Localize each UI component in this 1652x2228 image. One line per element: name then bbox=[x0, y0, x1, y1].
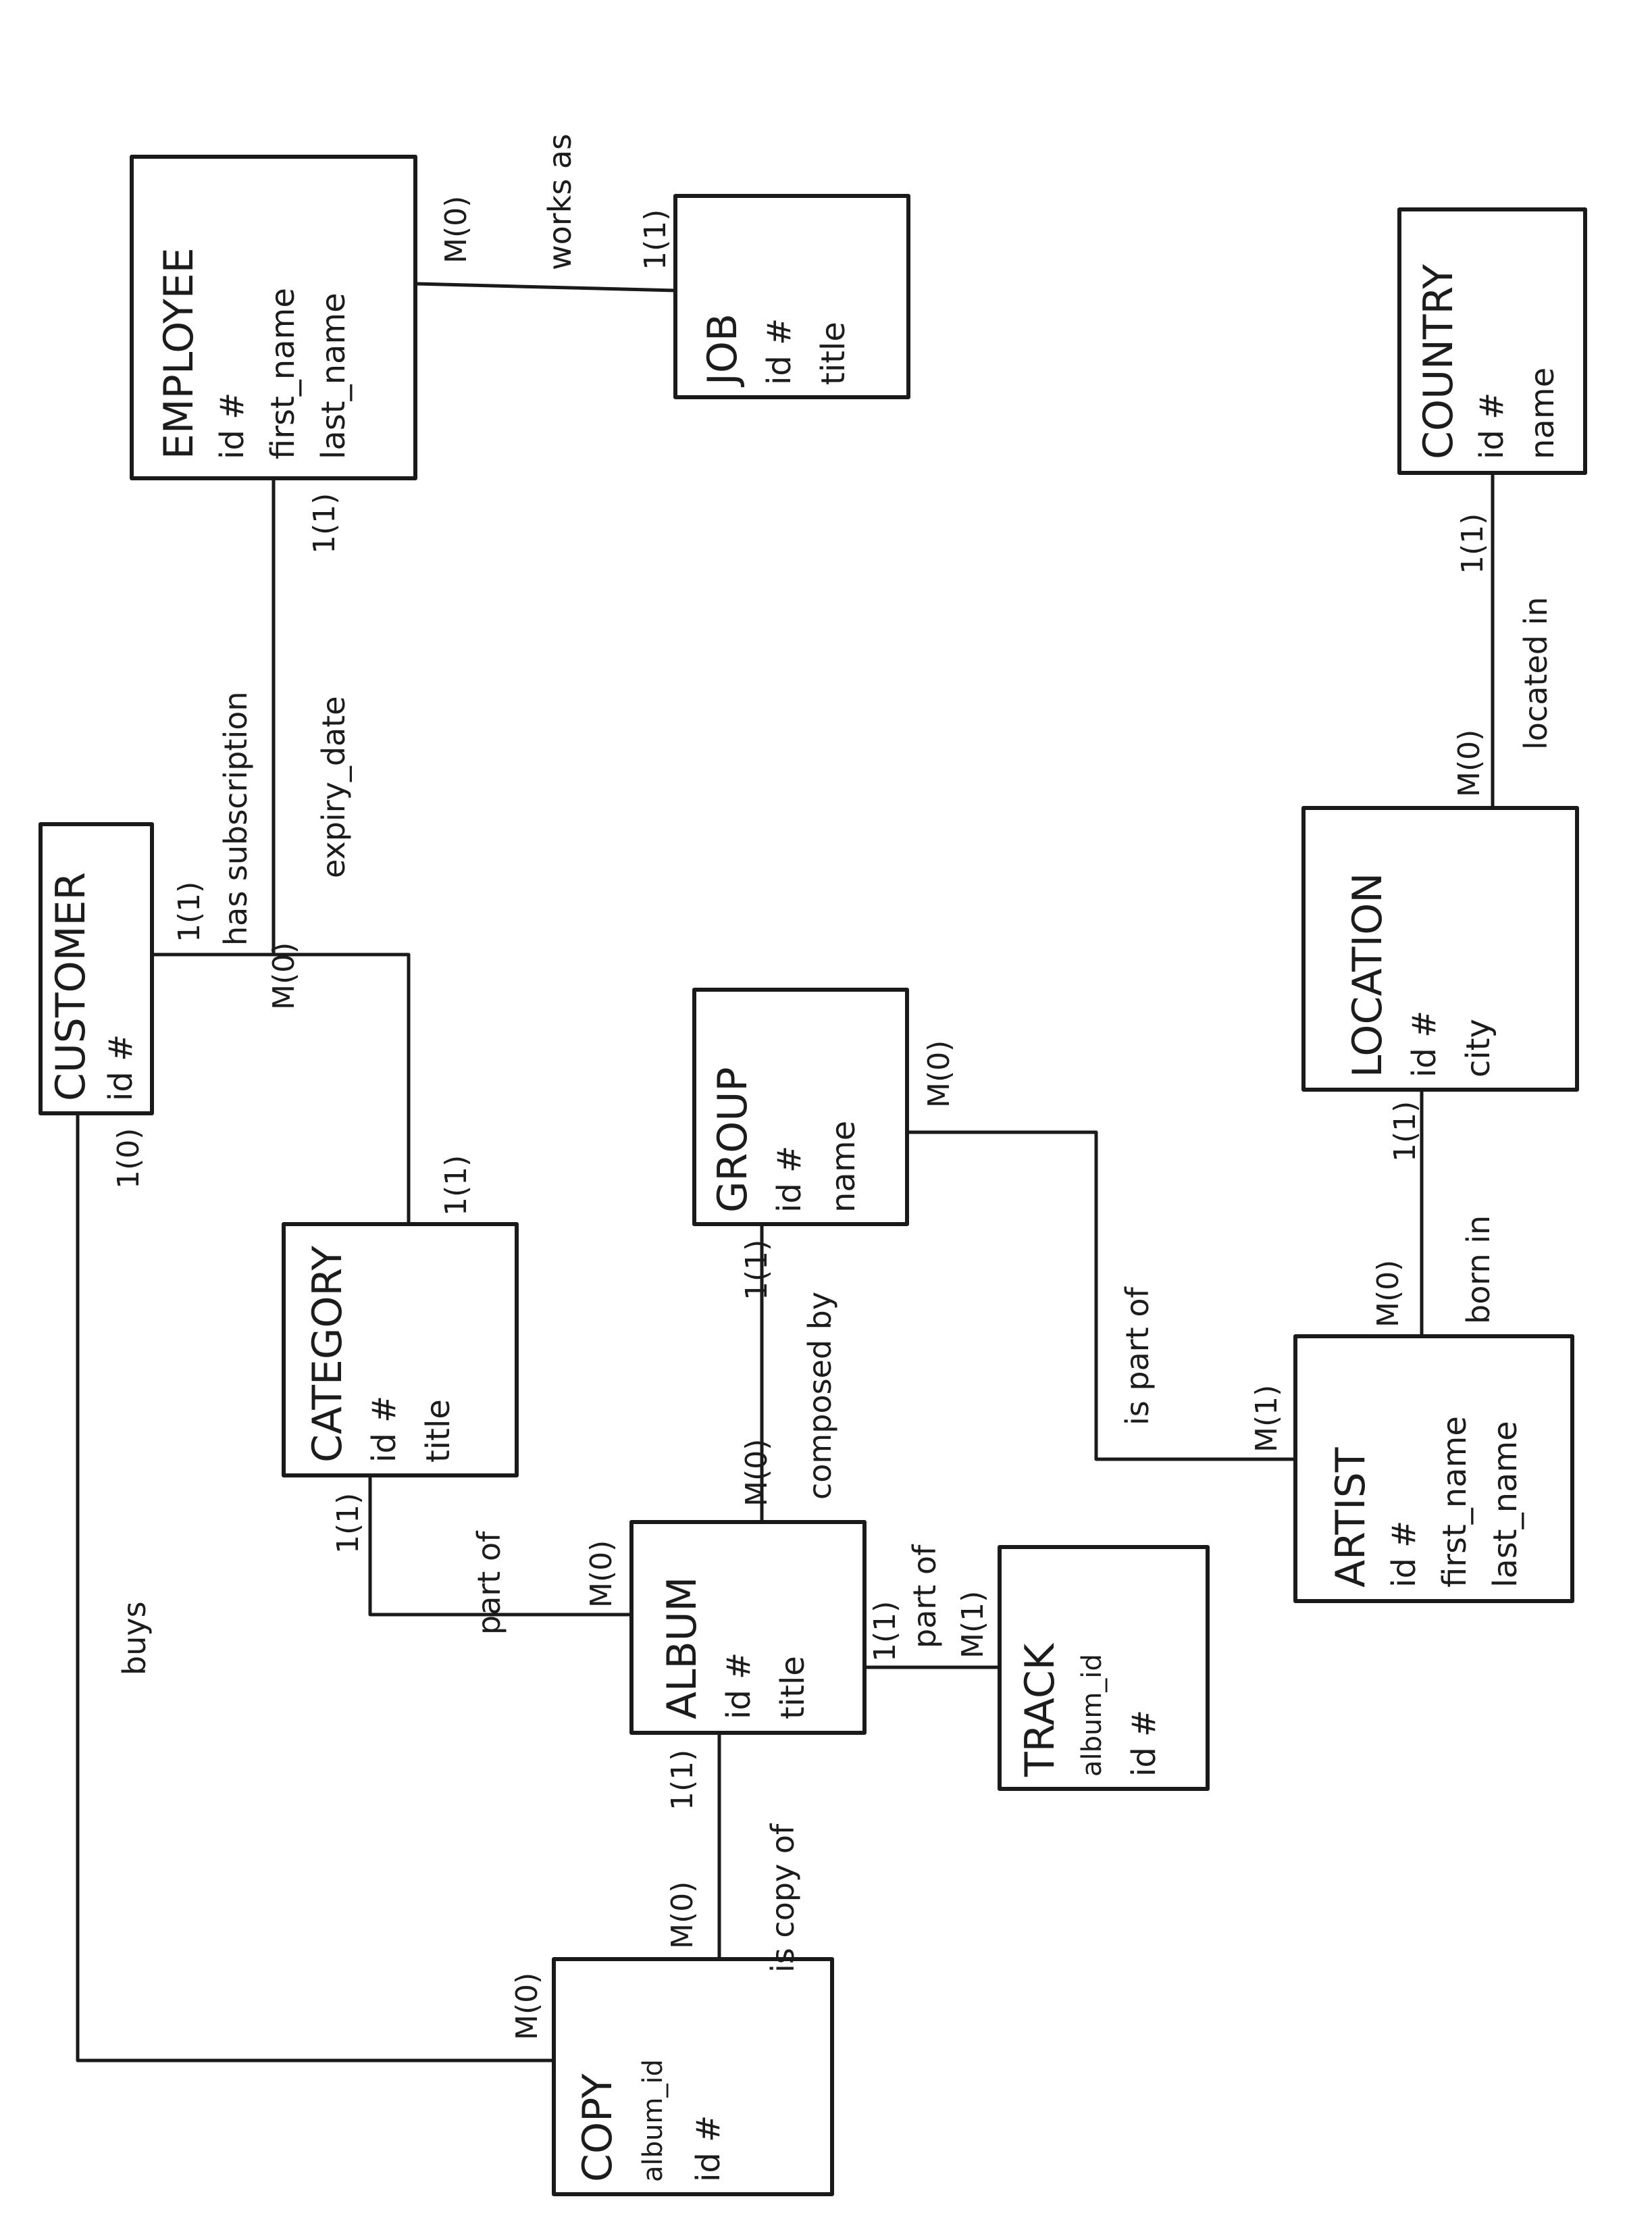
label-expiry-date: expiry_date bbox=[315, 696, 352, 878]
card-track-part-of-track: M(1) bbox=[956, 1591, 990, 1659]
card-employee-category-top: 1(1) bbox=[172, 882, 207, 942]
entity-group-box bbox=[692, 988, 909, 1226]
entity-track-box bbox=[998, 1545, 1210, 1791]
entity-country-title: COUNTRY bbox=[1415, 264, 1462, 459]
entity-copy-attr-2: id # bbox=[690, 2115, 727, 2182]
entity-country-attr-2: name bbox=[1524, 368, 1561, 459]
entity-category[interactable]: CATEGORY id # title bbox=[282, 1222, 519, 1477]
entity-country-box bbox=[1397, 207, 1587, 475]
label-is-part-of: is part of bbox=[1119, 1286, 1156, 1425]
card-is-copy-of-album: 1(1) bbox=[665, 1750, 700, 1811]
card-employee-category-bottom: 1(1) bbox=[439, 1155, 473, 1216]
entity-country[interactable]: COUNTRY id # name bbox=[1397, 207, 1587, 475]
card-buys-copy: M(0) bbox=[510, 1973, 544, 2040]
card-works-as-job: 1(1) bbox=[638, 209, 673, 270]
entity-album-box bbox=[629, 1520, 867, 1735]
card-composed-by-album: M(0) bbox=[740, 1439, 774, 1507]
entity-album-attr-1: id # bbox=[720, 1652, 758, 1719]
entity-group-attr-2: name bbox=[825, 1121, 862, 1213]
entity-job-title: JOB bbox=[699, 313, 746, 388]
line-part-of bbox=[368, 1473, 634, 1617]
entity-customer[interactable]: CUSTOMER id # bbox=[38, 822, 154, 1115]
card-has-subscription-employee: 1(1) bbox=[307, 493, 342, 554]
entity-copy[interactable]: COPY album_id id # bbox=[552, 1957, 834, 2196]
card-born-in-artist: M(0) bbox=[1371, 1260, 1405, 1327]
card-is-part-of-group: M(0) bbox=[922, 1040, 956, 1108]
line-employee-category bbox=[272, 953, 411, 1226]
entity-artist-attr-1: id # bbox=[1385, 1521, 1423, 1588]
entity-job-attr-2: title bbox=[815, 322, 852, 385]
entity-track-title: TRACK bbox=[1016, 1642, 1064, 1777]
entity-employee[interactable]: EMPLOYEE id # first_name last_name bbox=[130, 155, 417, 480]
card-track-part-of-album: 1(1) bbox=[868, 1601, 902, 1662]
label-buys: buys bbox=[116, 1601, 153, 1675]
entity-artist-title: ARTIST bbox=[1327, 1447, 1374, 1588]
label-has-subscription: has subscription bbox=[217, 691, 254, 946]
label-part-of: part of bbox=[471, 1530, 507, 1635]
entity-artist-attr-2: first_name bbox=[1436, 1416, 1474, 1588]
label-composed-by: composed by bbox=[802, 1292, 838, 1500]
entity-category-title: CATEGORY bbox=[304, 1246, 351, 1463]
entity-album-attr-2: title bbox=[774, 1656, 812, 1719]
entity-copy-title: COPY bbox=[574, 2073, 621, 2182]
entity-category-attr-2: title bbox=[419, 1399, 457, 1463]
entity-employee-attr-2: first_name bbox=[264, 288, 302, 459]
entity-customer-attr-1: id # bbox=[102, 1034, 140, 1101]
entity-copy-box bbox=[552, 1957, 834, 2196]
card-part-of-category: 1(1) bbox=[331, 1493, 365, 1554]
entity-group-title: GROUP bbox=[709, 1067, 756, 1213]
entity-artist-attr-3: last_name bbox=[1487, 1421, 1524, 1588]
entity-category-attr-1: id # bbox=[365, 1396, 403, 1463]
card-buys-customer: 1(0) bbox=[111, 1128, 146, 1189]
entity-customer-title: CUSTOMER bbox=[47, 872, 95, 1101]
entity-employee-attr-1: id # bbox=[213, 393, 251, 459]
entity-location-attr-1: id # bbox=[1405, 1011, 1443, 1078]
entity-group-attr-1: id # bbox=[771, 1146, 808, 1213]
label-born-in: born in bbox=[1460, 1215, 1497, 1324]
entity-customer-box bbox=[38, 822, 154, 1115]
card-located-in-location: M(0) bbox=[1452, 730, 1487, 797]
label-works-as: works as bbox=[542, 134, 578, 270]
entity-track-attr-1: album_id bbox=[1077, 1654, 1108, 1777]
entity-employee-box bbox=[130, 155, 417, 480]
entity-copy-attr-1: album_id bbox=[638, 2059, 669, 2182]
entity-employee-title: EMPLOYEE bbox=[155, 247, 203, 459]
entity-category-box bbox=[282, 1222, 519, 1477]
entity-artist[interactable]: ARTIST id # first_name last_name bbox=[1293, 1334, 1574, 1603]
card-works-as-employee: M(0) bbox=[439, 196, 473, 263]
entity-album[interactable]: ALBUM id # title bbox=[629, 1520, 867, 1735]
entity-album-title: ALBUM bbox=[659, 1577, 706, 1719]
label-track-part-of: part of bbox=[906, 1544, 943, 1648]
entity-track-attr-2: id # bbox=[1125, 1710, 1163, 1777]
card-has-subscription-customer: M(0) bbox=[267, 942, 301, 1010]
entity-job-box bbox=[673, 194, 910, 399]
entity-location-box bbox=[1301, 806, 1579, 1092]
line-buys bbox=[76, 1111, 556, 2062]
entity-group[interactable]: GROUP id # name bbox=[692, 988, 909, 1226]
card-composed-by-group: 1(1) bbox=[740, 1240, 774, 1300]
card-born-in-location: 1(1) bbox=[1388, 1101, 1422, 1162]
card-located-in-country: 1(1) bbox=[1455, 513, 1490, 574]
card-part-of-album: M(0) bbox=[584, 1540, 619, 1608]
line-works-as bbox=[413, 282, 677, 293]
card-is-part-of-artist: M(1) bbox=[1249, 1385, 1284, 1452]
label-located-in: located in bbox=[1518, 597, 1554, 751]
entity-location-attr-2: city bbox=[1460, 1019, 1497, 1078]
entity-job-attr-1: id # bbox=[760, 318, 798, 385]
line-is-part-of bbox=[905, 1130, 1297, 1461]
entity-location[interactable]: LOCATION id # city bbox=[1301, 806, 1579, 1092]
entity-track[interactable]: TRACK album_id id # bbox=[998, 1545, 1210, 1791]
entity-country-attr-1: id # bbox=[1473, 393, 1511, 459]
entity-artist-box bbox=[1293, 1334, 1574, 1603]
entity-employee-attr-3: last_name bbox=[315, 293, 353, 459]
card-is-copy-of-copy: M(0) bbox=[665, 1881, 700, 1949]
label-is-copy-of: is copy of bbox=[765, 1823, 801, 1973]
entity-job[interactable]: JOB id # title bbox=[673, 194, 910, 399]
entity-location-title: LOCATION bbox=[1344, 873, 1391, 1078]
